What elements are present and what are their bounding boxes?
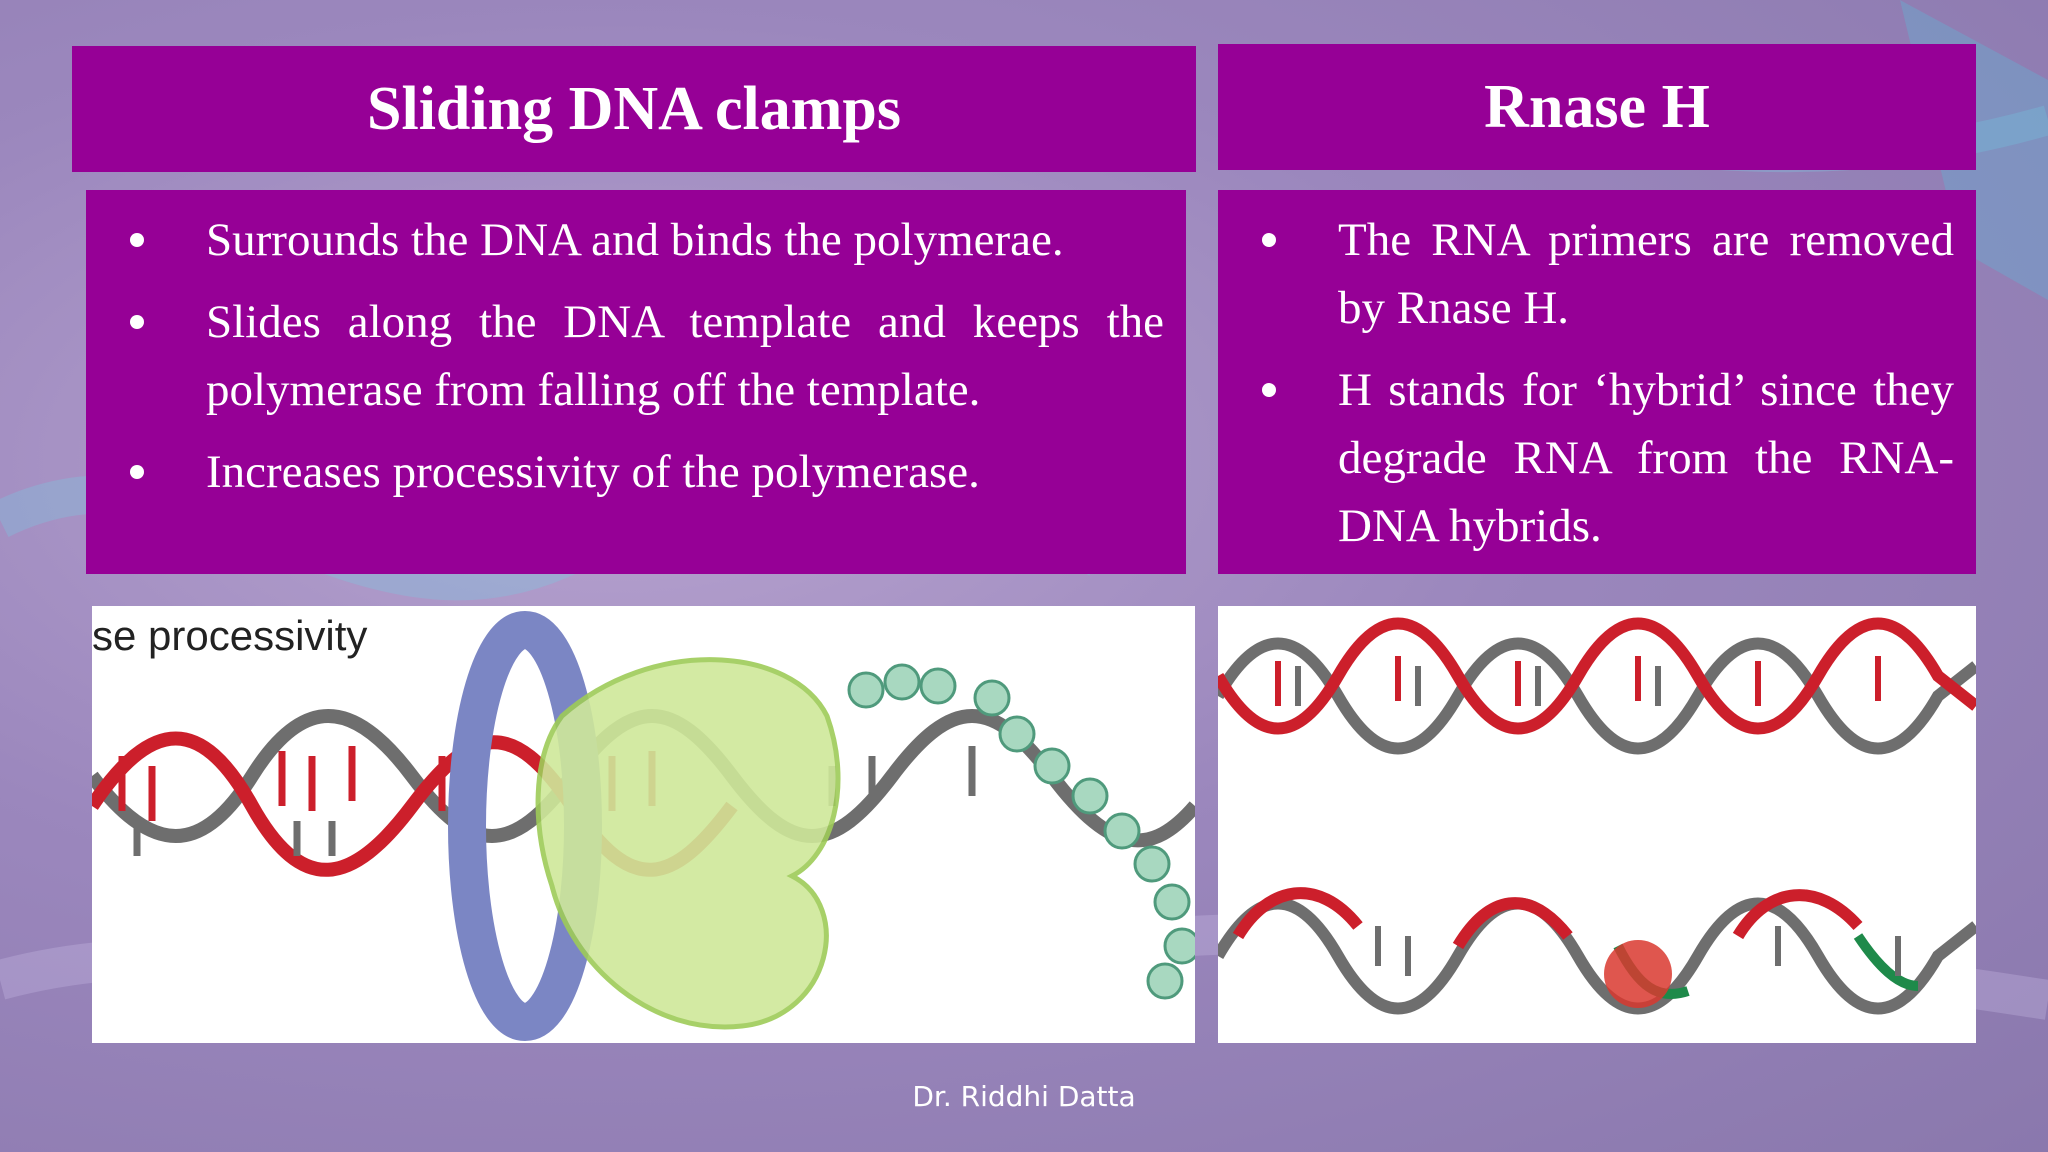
sliding-clamp-figure: se processivity (92, 606, 1195, 1043)
rnase-h-illustration (1218, 617, 1976, 1015)
list-item: Slides along the DNA template and keeps … (108, 288, 1164, 424)
left-title: Sliding DNA clamps (366, 74, 902, 143)
list-item: The RNA primers are removed by Rnase H. (1240, 206, 1954, 342)
bullet-icon (130, 465, 144, 479)
right-content-box: The RNA primers are removed by Rnase H. … (1218, 190, 1976, 574)
figure-caption: se processivity (92, 612, 368, 659)
bullet-icon (130, 315, 144, 329)
bullet-icon (1262, 383, 1276, 397)
bullet-icon (130, 233, 144, 247)
right-title-box: Rnase H (1218, 44, 1976, 170)
author-footer: Dr. Riddhi Datta (912, 1080, 1136, 1113)
right-bullet-list: The RNA primers are removed by Rnase H. … (1240, 206, 1954, 560)
left-title-box: Sliding DNA clamps (72, 46, 1196, 172)
bullet-icon (1262, 233, 1276, 247)
right-title: Rnase H (1484, 72, 1710, 141)
list-item: H stands for ‘hybrid’ since they degrade… (1240, 356, 1954, 560)
sliding-clamp-illustration (92, 611, 1195, 1041)
list-item: Surrounds the DNA and binds the polymera… (108, 206, 1164, 274)
list-item: Increases processivity of the polymerase… (108, 438, 1164, 506)
left-content-box: Surrounds the DNA and binds the polymera… (86, 190, 1186, 574)
rnase-h-figure (1218, 606, 1976, 1043)
left-bullet-list: Surrounds the DNA and binds the polymera… (108, 206, 1164, 506)
